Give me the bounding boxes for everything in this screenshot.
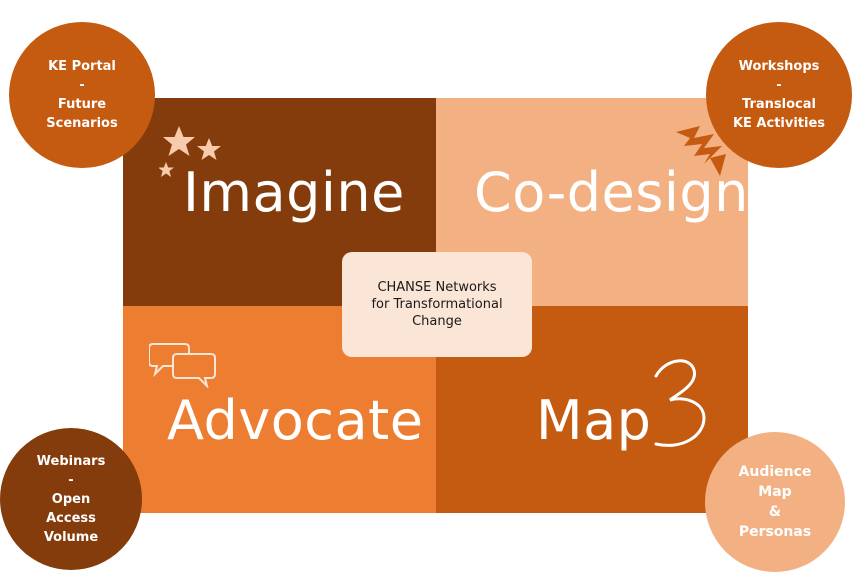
center-title-box: CHANSE Networks for Transformational Cha… xyxy=(342,252,532,357)
center-line: Change xyxy=(412,314,462,329)
circle-line: Audience xyxy=(738,464,812,480)
quadrant-label-map: Map xyxy=(536,389,652,452)
circle-line: - xyxy=(68,472,74,488)
lightning-icon xyxy=(676,126,726,176)
speech-bubbles-icon xyxy=(149,343,216,388)
center-line: CHANSE Networks xyxy=(377,280,497,295)
circle-ke-portal: KE Portal - Future Scenarios xyxy=(9,22,155,168)
circle-line: Map xyxy=(758,484,792,500)
circle-line: KE Activities xyxy=(732,116,826,131)
circle-line: Webinars xyxy=(36,453,106,469)
circle-line: Future xyxy=(57,97,107,112)
quadrant-label-codesign: Co-design xyxy=(474,161,749,224)
circle-line: - xyxy=(79,78,85,93)
quadrant-label-advocate: Advocate xyxy=(167,389,424,452)
quadrant-map: Map xyxy=(436,306,748,513)
circle-audience: Audience Map & Personas xyxy=(705,432,845,572)
squiggle-3-icon xyxy=(654,359,706,447)
circle-line: Scenarios xyxy=(46,116,118,131)
quadrant-imagine: Imagine xyxy=(123,98,436,306)
circle-line: Personas xyxy=(738,524,812,540)
circle-line: Open xyxy=(51,491,91,507)
circle-webinars: Webinars - Open Access Volume xyxy=(0,428,142,570)
circle-line: & xyxy=(768,504,782,520)
circle-line: - xyxy=(776,78,782,93)
circle-line: Access xyxy=(46,510,96,526)
center-line: for Transformational xyxy=(371,297,503,312)
circle-line: Workshops xyxy=(738,59,820,74)
circle-line: Translocal xyxy=(742,97,816,112)
circle-workshops: Workshops - Translocal KE Activities xyxy=(706,22,852,168)
circle-line: Volume xyxy=(43,529,99,545)
stars-icon xyxy=(159,126,221,177)
circle-line: KE Portal xyxy=(48,59,116,74)
quadrant-label-imagine: Imagine xyxy=(183,161,405,224)
